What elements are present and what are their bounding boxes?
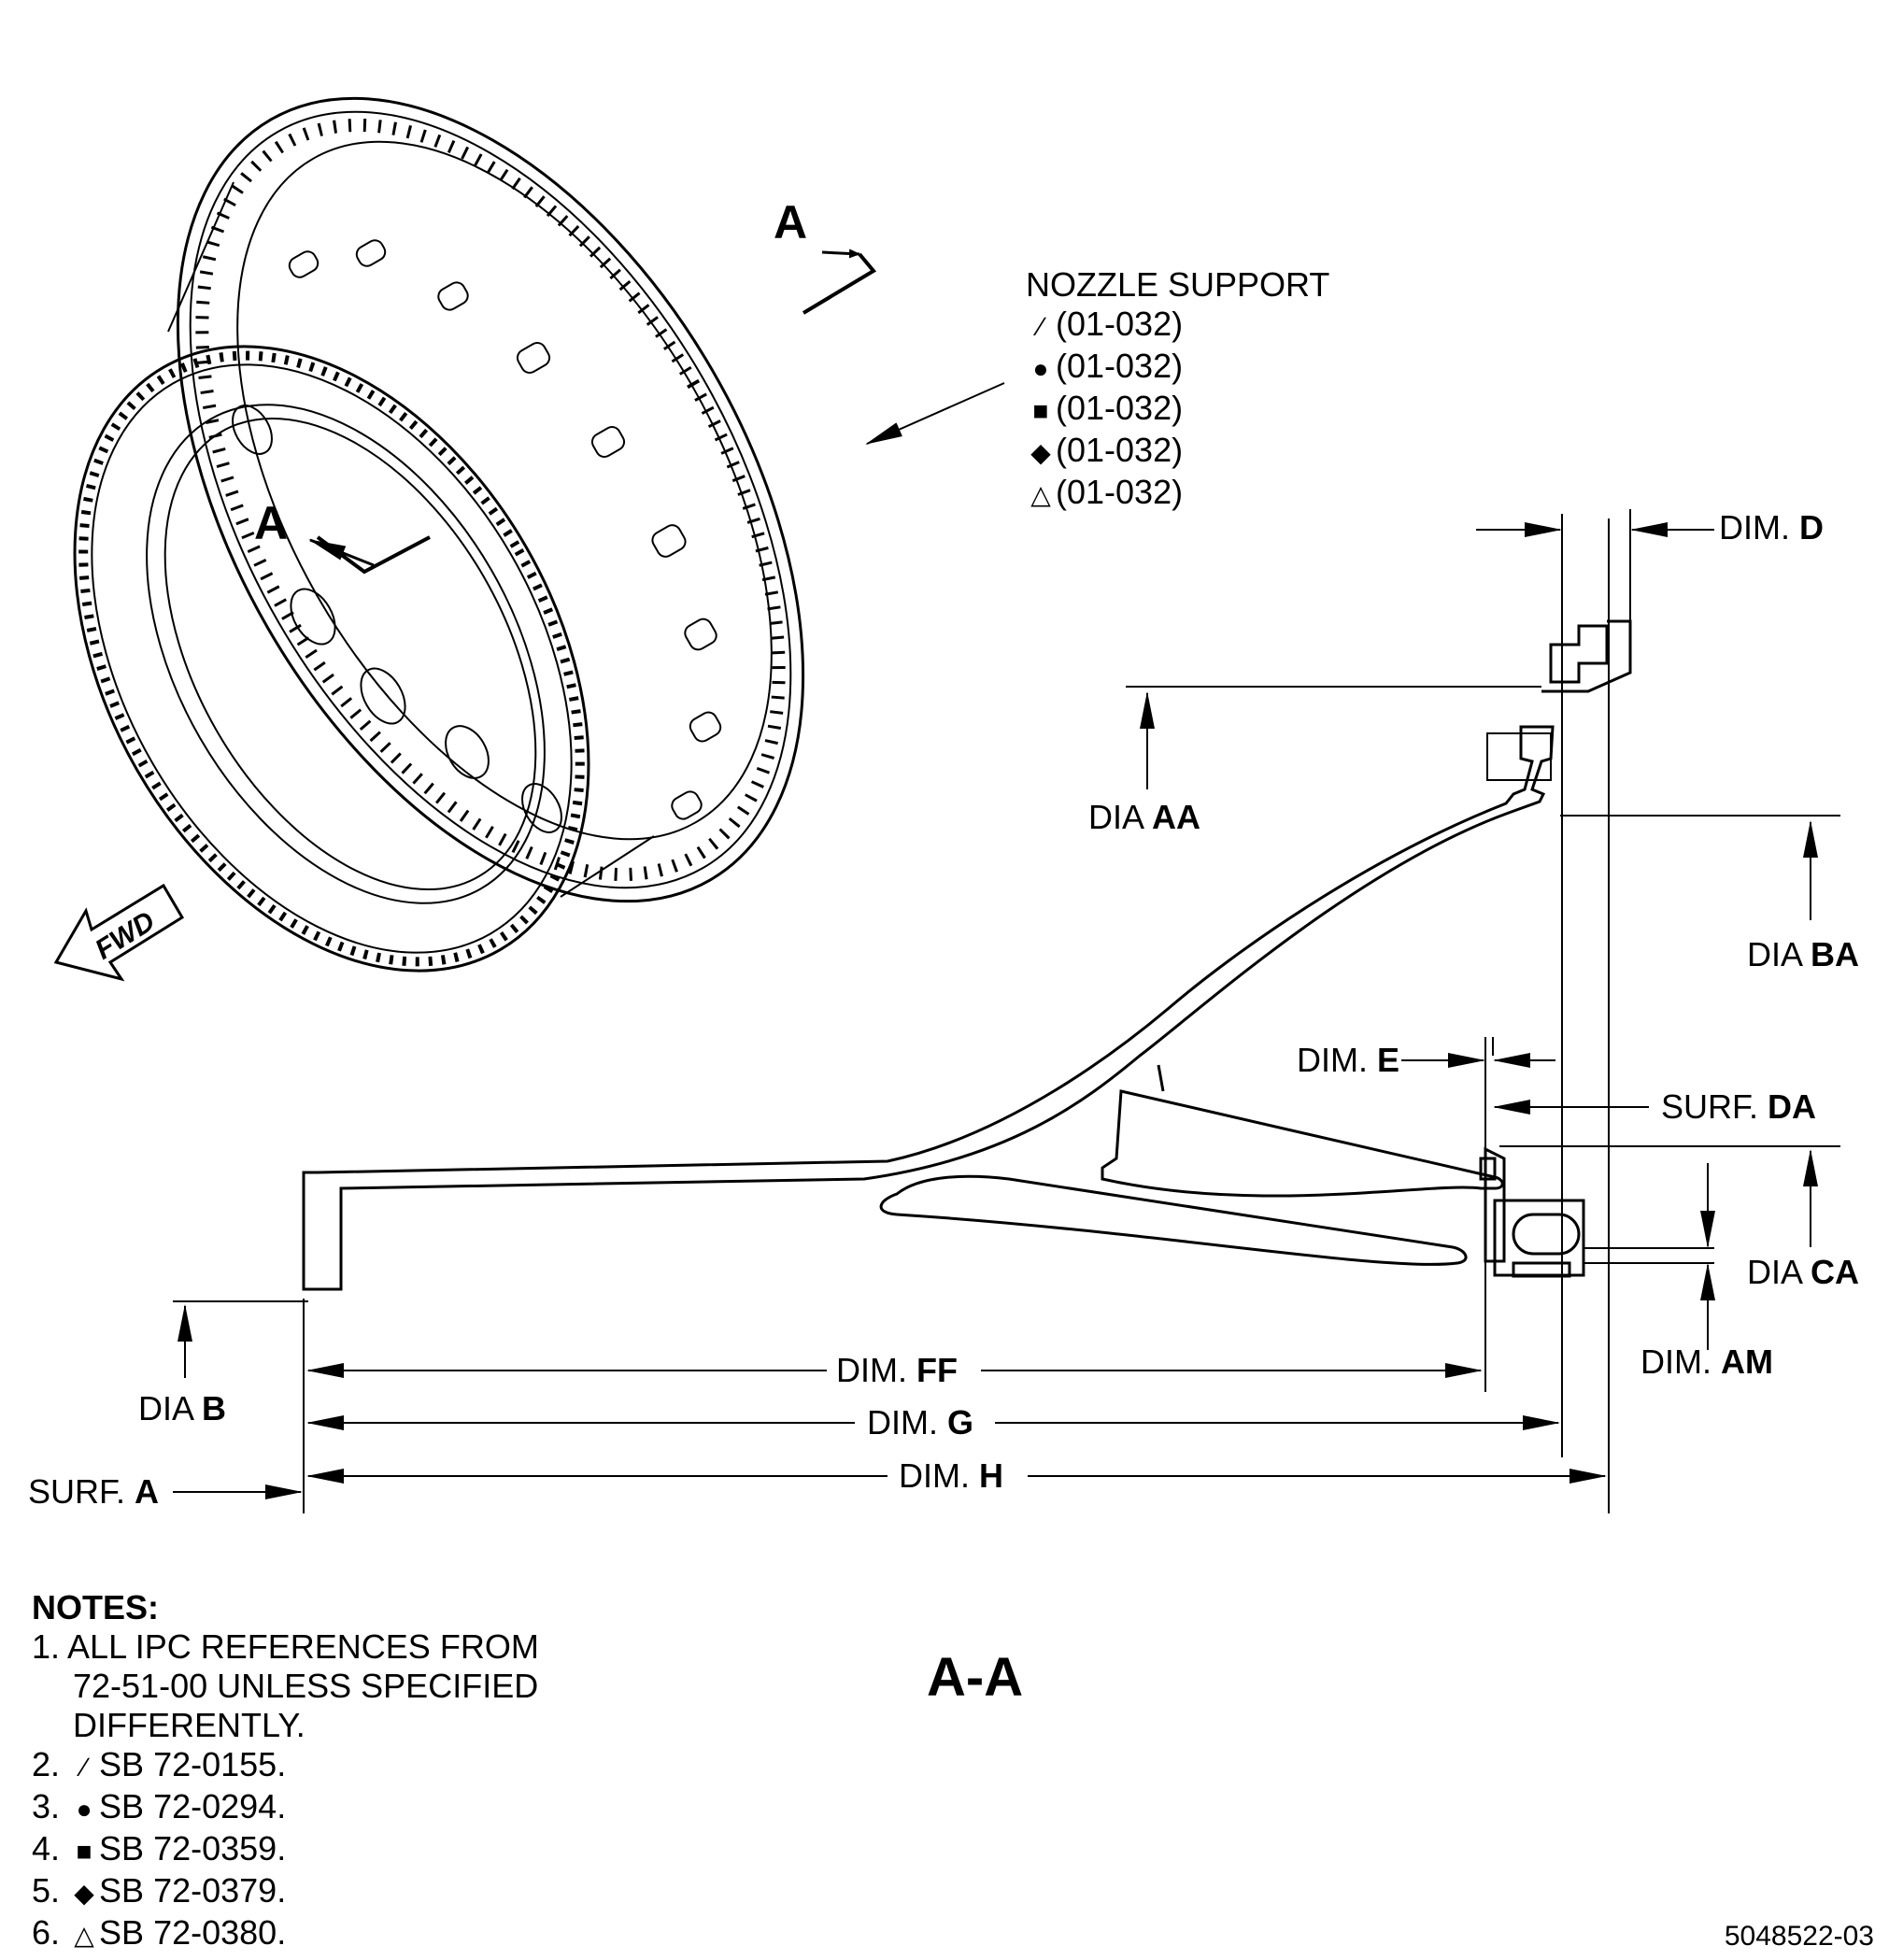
note-text-continued: 72-51-00 UNLESS SPECIFIED	[73, 1667, 539, 1705]
note-number: 5.	[32, 1871, 61, 1910]
dia-ba-label: DIA BA	[1747, 936, 1859, 973]
note-item: 2. ∕ SB 72-0155.	[32, 1745, 539, 1787]
dim-ff-label: DIM. FF	[836, 1352, 958, 1389]
dia-b-code: B	[202, 1389, 227, 1427]
dia-ba-code: BA	[1811, 935, 1860, 973]
note-item: 6. △SB 72-0380.	[32, 1913, 539, 1955]
component-ref: (01-032)	[1056, 431, 1184, 469]
surf-da-label: SURF. DA	[1661, 1088, 1816, 1126]
dim-e-label: DIM. E	[1297, 1042, 1399, 1079]
dim-g-label: DIM. G	[867, 1404, 973, 1442]
section-marker-lower: A	[254, 497, 289, 549]
dim-e-prefix: DIM.	[1297, 1041, 1368, 1079]
filled-diamond-icon: ◆	[1030, 438, 1051, 467]
note-text: ALL IPC REFERENCES FROM	[67, 1627, 539, 1666]
surf-a-label: SURF. A	[28, 1473, 159, 1511]
right-triangle-icon: ∕	[1038, 312, 1044, 341]
dim-am-prefix: DIM.	[1640, 1342, 1711, 1381]
notes-block: NOTES: 1. ALL IPC REFERENCES FROM 72-51-…	[32, 1588, 539, 1955]
filled-circle-icon: ●	[1032, 354, 1049, 383]
dim-ff-code: FF	[916, 1351, 958, 1389]
dim-g-prefix: DIM.	[867, 1403, 938, 1442]
section-profile	[302, 619, 1632, 1291]
surf-a-code: A	[135, 1472, 160, 1511]
component-ref: (01-032)	[1056, 305, 1184, 343]
note-text-continued: DIFFERENTLY.	[73, 1706, 305, 1744]
surf-da-code: DA	[1768, 1087, 1817, 1126]
dim-h-prefix: DIM.	[899, 1456, 970, 1495]
surf-a-prefix: SURF.	[28, 1472, 126, 1511]
component-ref: (01-032)	[1056, 389, 1184, 427]
dimension-lines	[173, 509, 1840, 1513]
note-text: SB 72-0294.	[99, 1787, 287, 1825]
dim-am-label: DIM. AM	[1640, 1343, 1773, 1381]
dia-ca-prefix: DIA	[1747, 1253, 1802, 1291]
filled-diamond-icon: ◆	[74, 1879, 94, 1908]
note-number: 1.	[32, 1627, 61, 1666]
component-ref: (01-032)	[1056, 347, 1184, 385]
component-title: NOZZLE SUPPORT	[1026, 265, 1330, 304]
section-cut-line	[308, 249, 877, 575]
dia-b-label: DIA B	[138, 1390, 226, 1427]
dim-ff-prefix: DIM.	[836, 1351, 907, 1389]
note-item: 3. ●SB 72-0294.	[32, 1787, 539, 1829]
note-number: 2.	[32, 1745, 61, 1783]
dim-h-code: H	[979, 1456, 1004, 1495]
note-item: 1. ALL IPC REFERENCES FROM	[32, 1627, 539, 1667]
filled-square-icon: ■	[1032, 396, 1049, 425]
dia-ba-prefix: DIA	[1747, 935, 1802, 973]
notes-heading: NOTES:	[32, 1588, 160, 1626]
dim-h-label: DIM. H	[899, 1457, 1003, 1495]
note-number: 6.	[32, 1913, 61, 1952]
dim-e-code: E	[1377, 1041, 1400, 1079]
note-item: 4. ■SB 72-0359.	[32, 1829, 539, 1871]
filled-circle-icon: ●	[76, 1795, 92, 1824]
surf-da-prefix: SURF.	[1661, 1087, 1759, 1126]
note-text: SB 72-0380.	[99, 1913, 287, 1952]
note-number: 3.	[32, 1787, 61, 1825]
figure-number: 5048522-03	[1724, 1921, 1874, 1952]
dia-aa-prefix: DIA	[1088, 798, 1143, 836]
component-callout: NOZZLE SUPPORT ∕(01-032) ●(01-032) ■(01-…	[1026, 265, 1329, 515]
dim-am-code: AM	[1721, 1342, 1774, 1381]
dia-ca-label: DIA CA	[1747, 1254, 1859, 1291]
nozzle-support-isometric	[73, 96, 805, 973]
dim-d-code: D	[1799, 508, 1825, 547]
note-text: SB 72-0379.	[99, 1871, 287, 1910]
note-item: 5. ◆SB 72-0379.	[32, 1871, 539, 1913]
filled-square-icon: ■	[76, 1837, 92, 1866]
note-number: 4.	[32, 1829, 61, 1868]
dim-d-label: DIM. D	[1719, 509, 1824, 547]
section-marker-upper: A	[774, 196, 808, 249]
fwd-arrow-icon	[53, 883, 185, 982]
open-triangle-icon: △	[1030, 480, 1051, 509]
open-triangle-icon: △	[74, 1921, 94, 1950]
right-triangle-icon: ∕	[81, 1753, 87, 1782]
component-leader	[865, 382, 1005, 445]
dim-d-prefix: DIM.	[1719, 508, 1790, 547]
section-title: A-A	[927, 1647, 1024, 1708]
dia-ca-code: CA	[1811, 1253, 1860, 1291]
note-text: SB 72-0359.	[99, 1829, 287, 1868]
dim-g-code: G	[947, 1403, 974, 1442]
component-ref: (01-032)	[1056, 473, 1184, 511]
dia-aa-code: AA	[1152, 798, 1201, 836]
note-text: SB 72-0155.	[99, 1745, 287, 1783]
dia-b-prefix: DIA	[138, 1389, 193, 1427]
dia-aa-label: DIA AA	[1088, 799, 1200, 836]
